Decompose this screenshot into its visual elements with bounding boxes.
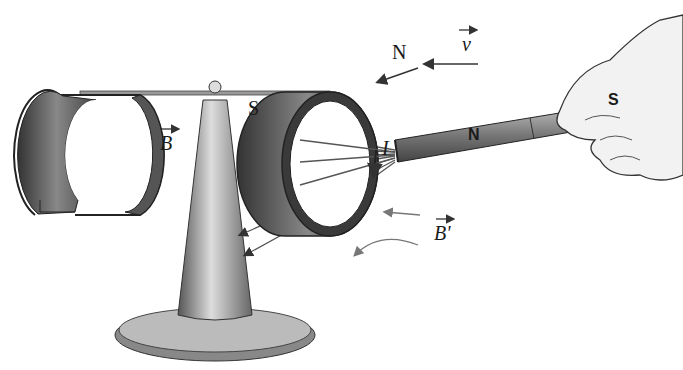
magnet-pole-label: S (608, 92, 619, 108)
pole-label: S (248, 98, 259, 118)
velocity-label: v (462, 34, 471, 54)
pole-label: N (392, 42, 406, 62)
magnet-pole-label: N (468, 127, 480, 143)
induced-field-label: B' (434, 223, 451, 243)
field-label: B (160, 133, 172, 153)
current-label: I (382, 138, 389, 158)
